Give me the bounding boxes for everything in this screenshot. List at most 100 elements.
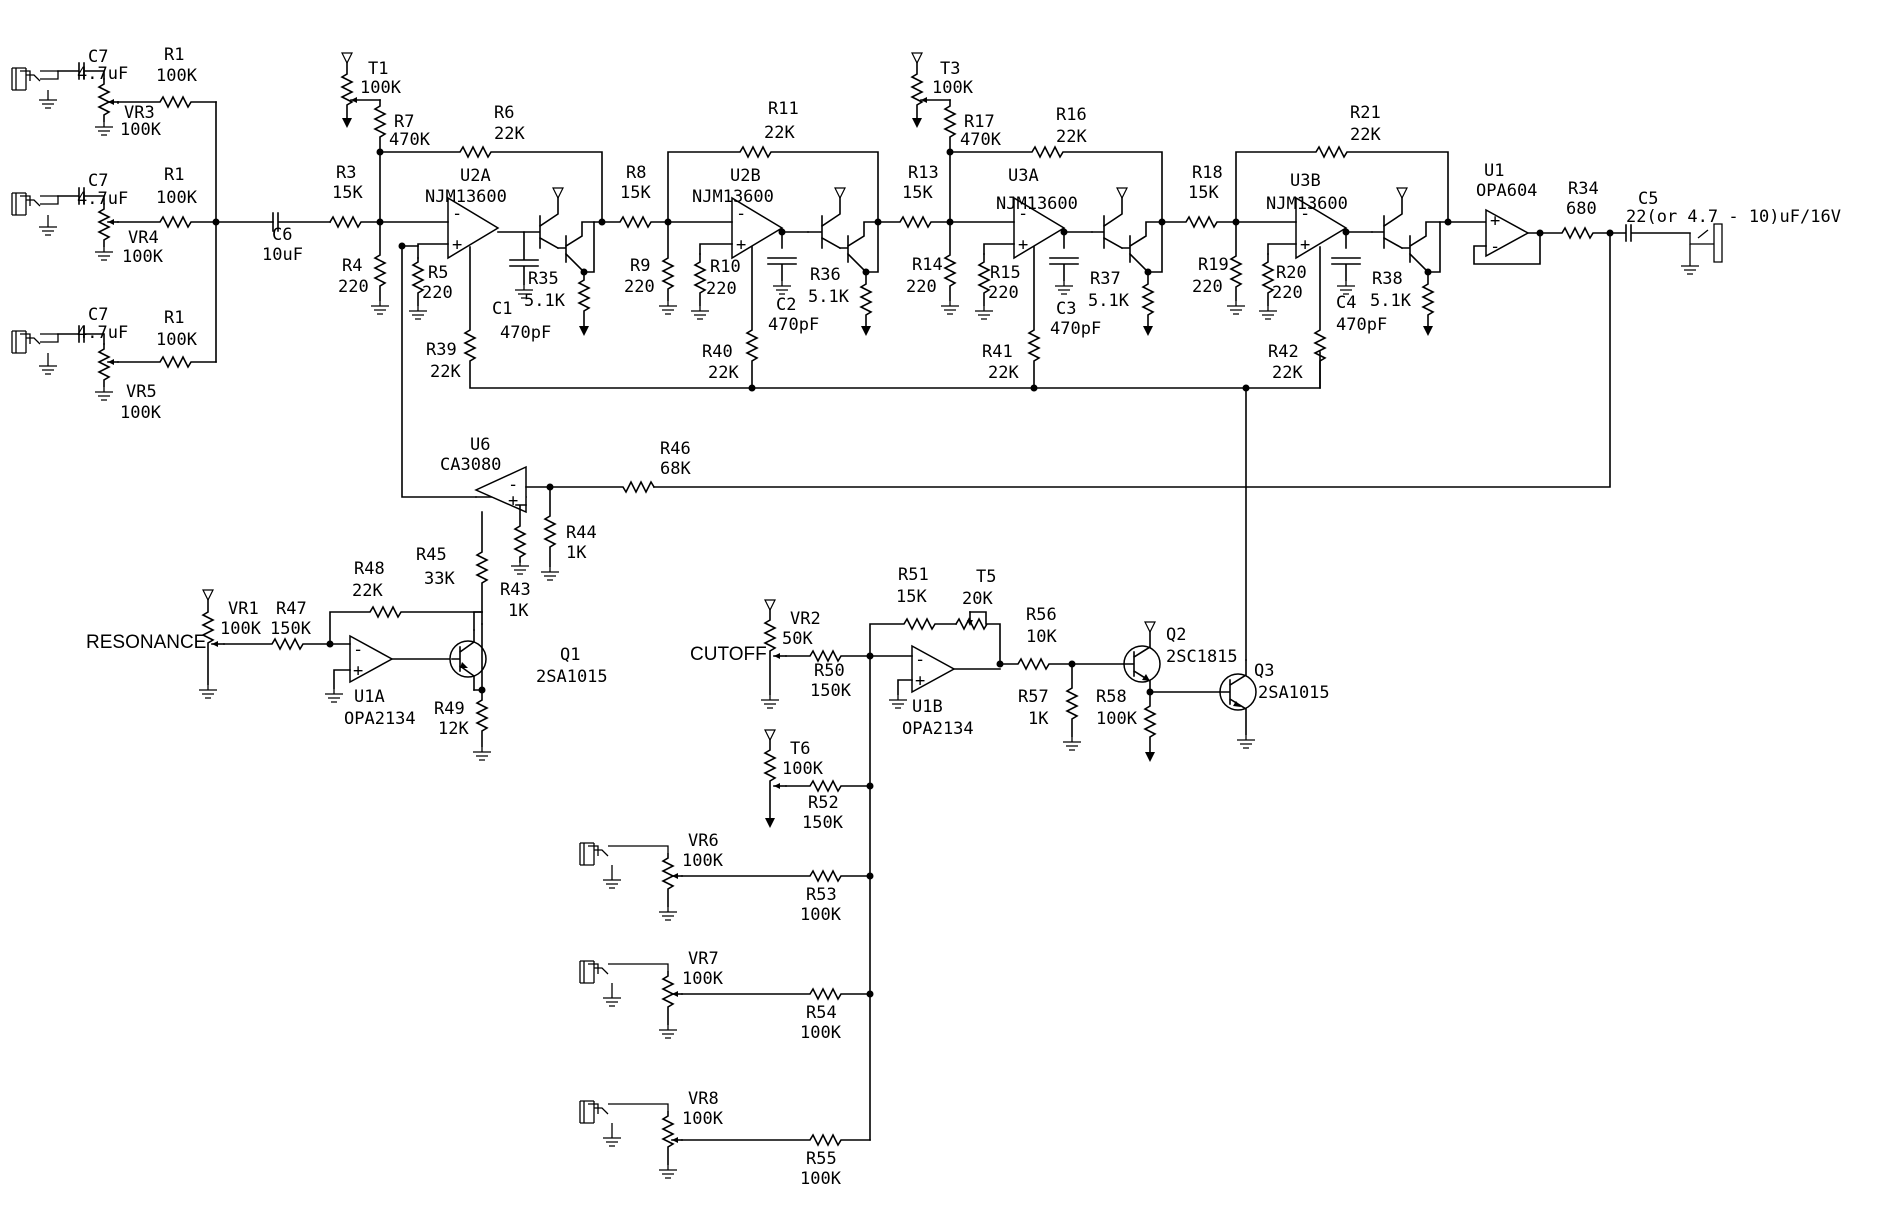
r11-value: 22K — [764, 123, 795, 143]
ota-u6: - + — [474, 465, 527, 514]
cv-jack-7 — [579, 960, 669, 1007]
c2-value: 470pF — [768, 315, 819, 335]
pot-vr5 — [94, 343, 119, 401]
ota-u3b: - + — [1295, 196, 1348, 260]
r47-ref: R47 — [276, 599, 307, 619]
resistor-r46 — [549, 480, 656, 494]
u3a-minus: - — [1018, 204, 1028, 224]
resistor-r52 — [785, 779, 871, 793]
resistor-r14 — [943, 221, 957, 301]
vr2-value: 50K — [782, 629, 813, 649]
resistor-r34 — [1539, 226, 1611, 240]
buffer-darlington-2 — [807, 187, 879, 336]
r54-ref: R54 — [806, 1003, 837, 1023]
c1-value: 470pF — [500, 323, 551, 343]
r50-ref: R50 — [814, 661, 845, 681]
capacitor-c7-1 — [57, 62, 105, 80]
r36-value: 5.1K — [808, 287, 850, 307]
r14-value: 220 — [906, 277, 937, 297]
resistor-r53 — [681, 869, 871, 883]
r46-ref: R46 — [660, 439, 691, 459]
input-jack-1 — [11, 67, 59, 109]
resistor-r1-3 — [117, 355, 217, 369]
resistor-r37 — [1141, 271, 1155, 327]
r51-ref: R51 — [898, 565, 929, 585]
resistor-r8 — [601, 215, 669, 229]
vr7-ref: VR7 — [688, 949, 719, 969]
vr3-value: 100K — [120, 120, 162, 140]
u2b-ref: U2B — [730, 166, 761, 186]
u3a-plus: + — [1018, 235, 1028, 255]
r4-value: 220 — [338, 277, 369, 297]
resistor-r1-2 — [117, 215, 217, 229]
resistor-r17 — [943, 99, 957, 223]
r54-value: 100K — [800, 1023, 842, 1043]
r57-ref: R57 — [1018, 687, 1049, 707]
c7-ref-3: C7 — [88, 305, 108, 325]
r5-ref: R5 — [428, 263, 448, 283]
resistor-r5 — [411, 257, 425, 306]
resistor-r47 — [223, 637, 331, 651]
opamp-u1: + - — [1485, 208, 1530, 258]
r1-value-3: 100K — [156, 330, 198, 350]
r40-ref: R40 — [702, 342, 733, 362]
r15-ref: R15 — [990, 263, 1021, 283]
r52-ref: R52 — [808, 793, 839, 813]
r53-ref: R53 — [806, 885, 837, 905]
r9-value: 220 — [624, 277, 655, 297]
u3a-value: NJM13600 — [996, 194, 1078, 214]
u2b-minus: - — [736, 204, 746, 224]
c7-value-1: 4.7uF — [77, 64, 128, 84]
vr1-value: 100K — [220, 619, 262, 639]
vr7-value: 100K — [682, 969, 724, 989]
resistor-r21 — [1235, 145, 1449, 223]
r43-value: 1K — [508, 601, 529, 621]
r39-ref: R39 — [426, 340, 457, 360]
r52-value: 150K — [802, 813, 844, 833]
r15-value: 220 — [988, 283, 1019, 303]
r43-ref: R43 — [500, 580, 531, 600]
c7-value-2: 4.7uF — [77, 189, 128, 209]
vr6-ref: VR6 — [688, 831, 719, 851]
r20-ref: R20 — [1276, 263, 1307, 283]
t3-value: 100K — [932, 78, 974, 98]
buffer-darlington-1 — [523, 187, 603, 336]
t5-ref: T5 — [976, 567, 996, 587]
r37-ref: R37 — [1090, 269, 1121, 289]
r37-value: 5.1K — [1088, 291, 1130, 311]
resonance-label: RESONANCE — [86, 632, 206, 653]
resistor-r45 — [475, 511, 489, 625]
r42-ref: R42 — [1268, 342, 1299, 362]
pot-vr7 — [658, 971, 683, 1039]
r38-value: 5.1K — [1370, 291, 1412, 311]
r17-value: 470K — [960, 130, 1002, 150]
vr3-ref: VR3 — [124, 103, 155, 123]
q3-value: 2SA1015 — [1258, 683, 1330, 703]
output-jack — [1680, 223, 1723, 275]
r34-value: 680 — [1566, 199, 1597, 219]
c3-value: 470pF — [1050, 319, 1101, 339]
vr5-value: 100K — [120, 403, 162, 423]
r9-ref: R9 — [630, 256, 650, 276]
vr4-value: 100K — [122, 247, 164, 267]
input-jack-3 — [11, 330, 59, 375]
t1-ref: T1 — [368, 59, 388, 79]
capacitor-c2 — [767, 231, 809, 281]
pot-vr2[interactable] — [760, 599, 787, 709]
c3-ref: C3 — [1056, 299, 1076, 319]
resistor-r54 — [681, 987, 871, 1001]
pot-vr1[interactable] — [198, 589, 225, 699]
r7-value: 470K — [389, 130, 431, 150]
t6-ref: T6 — [790, 739, 810, 759]
r6-ref: R6 — [494, 103, 514, 123]
r58-ref: R58 — [1096, 687, 1127, 707]
q1-ref: Q1 — [560, 645, 580, 665]
capacitor-c7-3 — [57, 325, 105, 345]
u1a-value: OPA2134 — [344, 709, 416, 729]
r21-ref: R21 — [1350, 103, 1381, 123]
transistor-q2 — [1123, 621, 1161, 693]
r1-value-2: 100K — [156, 188, 198, 208]
r53-value: 100K — [800, 905, 842, 925]
r51-value: 15K — [896, 587, 927, 607]
